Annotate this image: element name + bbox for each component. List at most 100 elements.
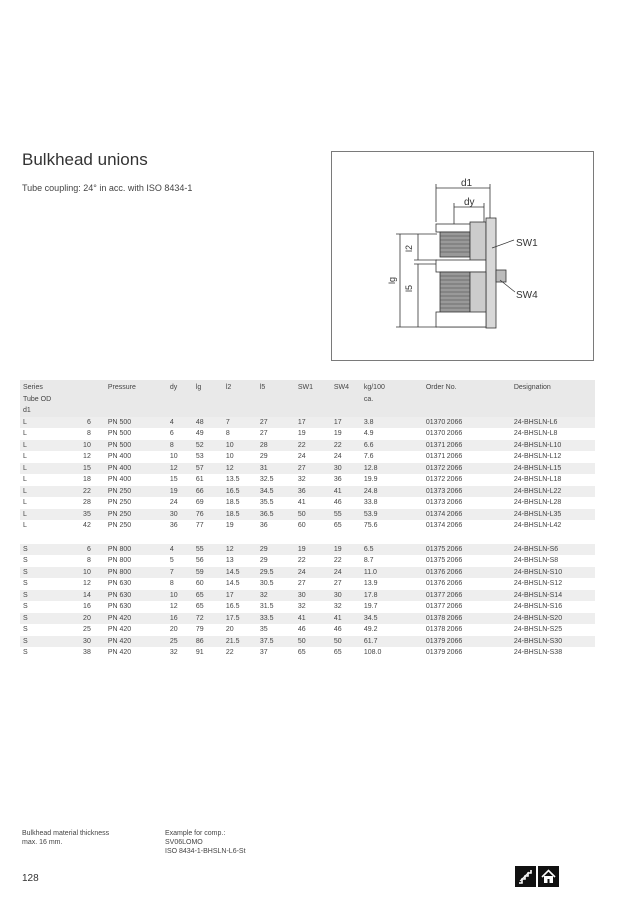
cell-weight: 75.6 <box>363 522 378 529</box>
cell-l5: 27 <box>259 418 268 426</box>
cell-designation: 24-BHSLN-L28 <box>513 499 562 506</box>
dim-label-dy: dy <box>464 197 475 208</box>
cell-l5: 37.5 <box>259 637 274 645</box>
cell-weight: 11.0 <box>363 568 377 576</box>
cell-order-no: 01373 2066 <box>425 499 463 506</box>
cell-order-no: 01377 2066 <box>425 603 463 610</box>
cell-sw1: 36 <box>297 487 306 495</box>
cell-designation: 24-BHSLN-L42 <box>513 522 562 529</box>
cell-weight: 3.8 <box>363 418 374 426</box>
page-subtitle: Tube coupling: 24° in acc. with ISO 8434… <box>22 183 193 193</box>
cell-pressure: PN 420 <box>107 614 132 622</box>
cell-tube-od: 12 <box>83 580 91 587</box>
cell-l2: 7 <box>225 418 230 426</box>
cell-l2: 16.5 <box>225 487 240 495</box>
cell-weight: 6.6 <box>363 441 374 449</box>
cell-lg: 59 <box>195 568 204 576</box>
cell-dy: 10 <box>169 591 178 599</box>
cell-l5: 27 <box>259 430 268 437</box>
cell-series: L <box>23 464 27 472</box>
cell-tube-od: 20 <box>83 614 91 622</box>
stairs-icon[interactable] <box>515 866 536 887</box>
cell-tube-od: 22 <box>83 487 91 495</box>
cell-l2: 22 <box>225 649 234 656</box>
cell-sw4: 24 <box>333 568 342 576</box>
cell-sw1: 19 <box>297 545 306 553</box>
cell-lg: 77 <box>195 522 204 529</box>
cell-pressure: PN 800 <box>107 557 132 564</box>
cell-designation: 24-BHSLN-L15 <box>513 464 562 472</box>
cell-l2: 16.5 <box>225 603 240 610</box>
cell-l5: 29 <box>259 453 268 460</box>
cell-weight: 33.8 <box>363 499 378 506</box>
cell-l5: 28 <box>259 441 268 449</box>
cell-l2: 18.5 <box>225 499 240 506</box>
cell-lg: 61 <box>195 476 204 483</box>
cell-designation: 24-BHSLN-S25 <box>513 626 563 633</box>
cell-order-no: 01372 2066 <box>425 464 463 472</box>
col-header-order: Order No. <box>422 380 511 394</box>
cell-order-no: 01376 2066 <box>425 580 463 587</box>
cell-order-no: 01372 2066 <box>425 476 463 483</box>
cell-tube-od: 8 <box>86 557 91 564</box>
cell-designation: 24-BHSLN-S20 <box>513 614 563 622</box>
cell-dy: 15 <box>169 476 178 483</box>
cell-dy: 16 <box>169 614 178 622</box>
cell-weight: 8.7 <box>363 557 374 564</box>
cell-l2: 17.5 <box>225 614 240 622</box>
cell-l5: 34.5 <box>259 487 274 495</box>
cell-dy: 25 <box>169 637 178 645</box>
cell-dy: 4 <box>169 545 174 553</box>
cell-l5: 29 <box>259 557 268 564</box>
cell-sw4: 32 <box>333 603 342 610</box>
cell-weight: 24.8 <box>363 487 378 495</box>
dim-label-sw4: SW4 <box>516 290 538 301</box>
cell-tube-od: 8 <box>86 430 91 437</box>
cell-tube-od: 18 <box>83 476 91 483</box>
cell-lg: 48 <box>195 418 204 426</box>
cell-sw1: 41 <box>297 499 306 506</box>
cell-series: S <box>23 591 28 599</box>
cell-l2: 10 <box>225 441 234 449</box>
cell-sw4: 22 <box>333 557 342 564</box>
cell-sw4: 41 <box>333 614 342 622</box>
cell-sw4: 30 <box>333 464 342 472</box>
cell-series: S <box>23 568 28 576</box>
cell-order-no: 01377 2066 <box>425 591 463 599</box>
cell-l2: 14.5 <box>225 568 240 576</box>
cell-lg: 79 <box>195 626 204 633</box>
col-header-tube-od-d1: d1 <box>20 405 105 417</box>
cell-dy: 4 <box>169 418 174 426</box>
cell-pressure: PN 250 <box>107 510 132 518</box>
cell-weight: 19.7 <box>363 603 378 610</box>
cell-pressure: PN 500 <box>107 418 132 426</box>
cell-lg: 72 <box>195 614 204 622</box>
col-header-pressure: Pressure <box>104 380 167 394</box>
cell-designation: 24-BHSLN-S10 <box>513 568 563 576</box>
page-number: 128 <box>22 873 39 884</box>
cell-sw1: 22 <box>297 557 306 564</box>
cell-series: L <box>23 510 27 518</box>
cell-sw1: 65 <box>297 649 306 656</box>
cell-sw4: 30 <box>333 591 342 599</box>
cell-order-no: 01378 2066 <box>425 614 463 622</box>
cell-order-no: 01371 2066 <box>425 453 463 460</box>
col-header-kg: kg/100 <box>360 380 423 394</box>
cell-designation: 24-BHSLN-L22 <box>513 487 562 495</box>
dim-label-d1: d1 <box>461 178 473 189</box>
cell-l5: 33.5 <box>259 614 274 622</box>
cell-dy: 8 <box>169 580 174 587</box>
cell-pressure: PN 400 <box>107 476 132 483</box>
cell-dy: 12 <box>169 603 178 610</box>
col-header-designation: Designation <box>510 380 595 394</box>
col-header-lg: lg <box>192 380 223 394</box>
cell-order-no: 01371 2066 <box>425 441 463 449</box>
cell-l2: 13 <box>225 557 234 564</box>
home-icon[interactable] <box>538 866 559 887</box>
cell-sw1: 27 <box>297 464 306 472</box>
